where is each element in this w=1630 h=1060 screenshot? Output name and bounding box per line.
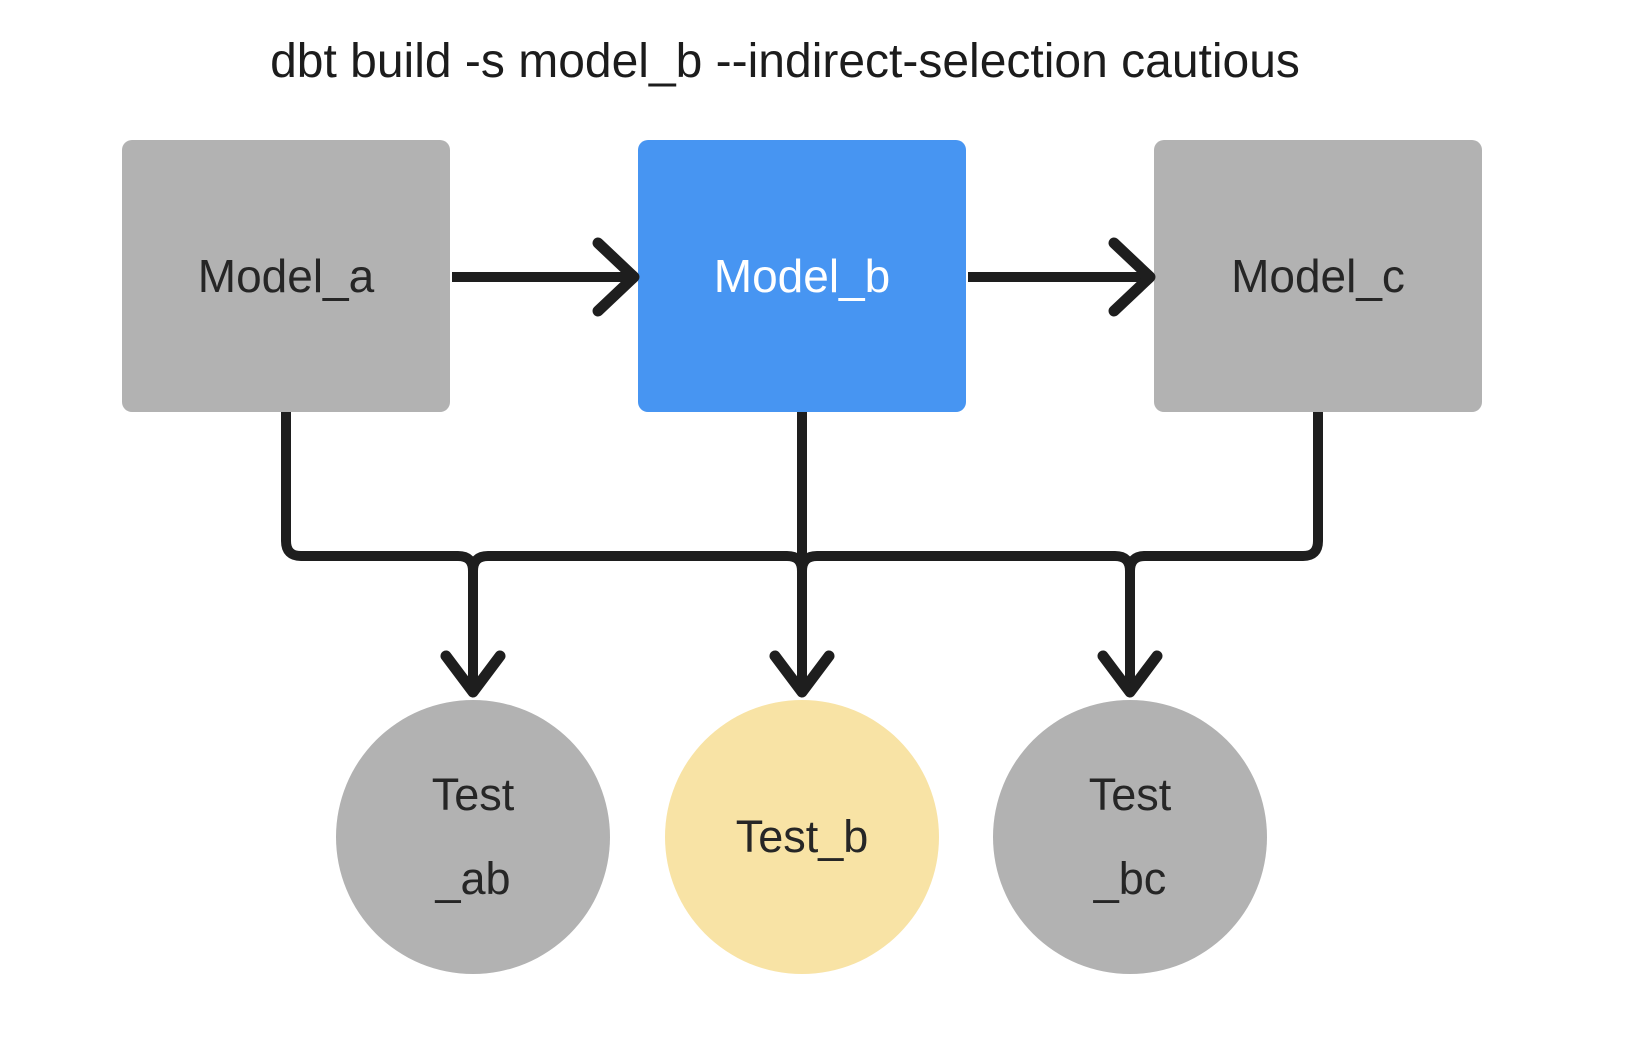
node-test-ab: Test _ab	[336, 700, 610, 974]
node-model-b-label: Model_b	[713, 250, 891, 302]
node-test-b-label: Test_b	[735, 811, 869, 862]
arrowhead-test-ab	[440, 650, 506, 698]
edge-model-a-to-test-ab	[281, 412, 478, 688]
node-model-b: Model_b	[638, 140, 966, 412]
arrowhead-test-bc	[1097, 650, 1163, 698]
node-test-ab-label-line2: _ab	[435, 853, 511, 904]
node-test-ab-label-line1: Test	[431, 769, 515, 820]
edge-bus-test-ab-to-model-b	[468, 551, 807, 572]
arrowhead-test-b	[769, 650, 835, 698]
node-model-c: Model_c	[1154, 140, 1482, 412]
arrowhead-model-a-to-model-b	[592, 237, 640, 317]
edge-model-c-to-test-bc	[1125, 412, 1323, 572]
arrowhead-model-b-to-model-c	[1108, 237, 1156, 317]
node-model-a-label: Model_a	[197, 250, 375, 302]
node-model-c-label: Model_c	[1231, 250, 1405, 302]
node-test-bc: Test _bc	[993, 700, 1267, 974]
node-test-bc-label-line1: Test	[1088, 769, 1172, 820]
node-test-bc-label-line2: _bc	[1093, 853, 1167, 904]
edge-bus-model-b-to-test-bc	[797, 551, 1135, 688]
node-model-a: Model_a	[122, 140, 450, 412]
diagram-title: dbt build -s model_b --indirect-selectio…	[270, 35, 1300, 88]
node-test-b: Test_b	[665, 700, 939, 974]
